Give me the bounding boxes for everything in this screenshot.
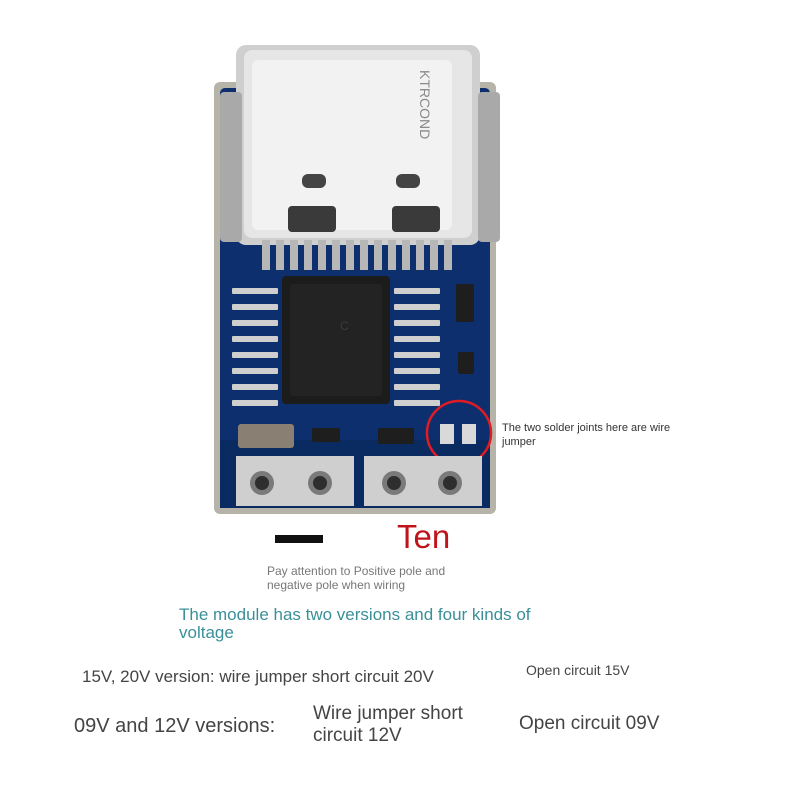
negative-pole-mark	[275, 535, 323, 543]
smd-capacitor	[238, 424, 294, 448]
ic-chip: C	[282, 276, 390, 404]
solder-pad-right	[462, 424, 476, 444]
wiring-note: Pay attention to Positive pole and negat…	[267, 564, 446, 592]
smd-component-top	[456, 284, 474, 322]
open-circuit-09v: Open circuit 09V	[519, 713, 660, 734]
solder-pad-left	[440, 424, 454, 444]
version-09v-12v-line: 09V and 12V versions:	[74, 715, 276, 737]
solder-joint-annotation: The two solder joints here are wire jump…	[502, 422, 671, 448]
smd-resistor-1	[312, 428, 340, 442]
connector-pins	[262, 240, 452, 270]
version-15v-20v-line: 15V, 20V version: wire jumper short circ…	[82, 667, 434, 686]
bottom-pads	[236, 456, 482, 506]
smd-resistor-2	[378, 428, 414, 444]
svg-text:C: C	[340, 319, 349, 333]
svg-text:KTRCOND: KTRCOND	[417, 70, 433, 139]
open-circuit-15v: Open circuit 15V	[526, 662, 630, 678]
usb-c-connector: KTRCOND	[220, 45, 500, 245]
smd-component-mid	[458, 352, 474, 374]
module-versions-text: The module has two versions and four kin…	[179, 605, 531, 642]
ic-left-pins	[232, 288, 278, 406]
wire-jumper-12v: Wire jumper short circuit 12V	[313, 703, 463, 746]
ic-right-pins	[394, 288, 440, 406]
ten-label: Ten	[397, 518, 451, 555]
